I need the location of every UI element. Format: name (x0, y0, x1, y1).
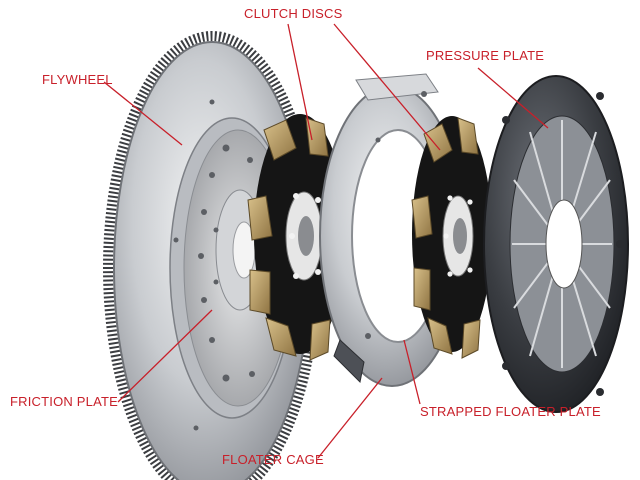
leader-strapped-floater-plate (403, 339, 421, 405)
label-flywheel: FLYWHEEL (42, 72, 113, 87)
label-clutch-discs: CLUTCH DISCS (244, 6, 343, 21)
leader-flywheel (103, 81, 183, 146)
leader-pressure-plate (477, 67, 549, 129)
leader-floater-cage (317, 377, 383, 459)
label-pressure-plate: PRESSURE PLATE (426, 48, 545, 63)
label-strapped-floater-plate: STRAPPED FLOATER PLATE (420, 404, 601, 419)
clutch-disc-2 (411, 116, 492, 359)
label-floater-cage: FLOATER CAGE (222, 452, 324, 467)
leader-lines (103, 23, 549, 459)
leader-friction-plate (117, 309, 213, 403)
label-friction-plate: FRICTION PLATE (10, 394, 119, 409)
leader-clutch-disc-2 (333, 23, 441, 151)
leader-clutch-disc-1 (287, 23, 313, 141)
clutch-disc-1 (247, 114, 346, 361)
pressure-plate (483, 75, 629, 413)
